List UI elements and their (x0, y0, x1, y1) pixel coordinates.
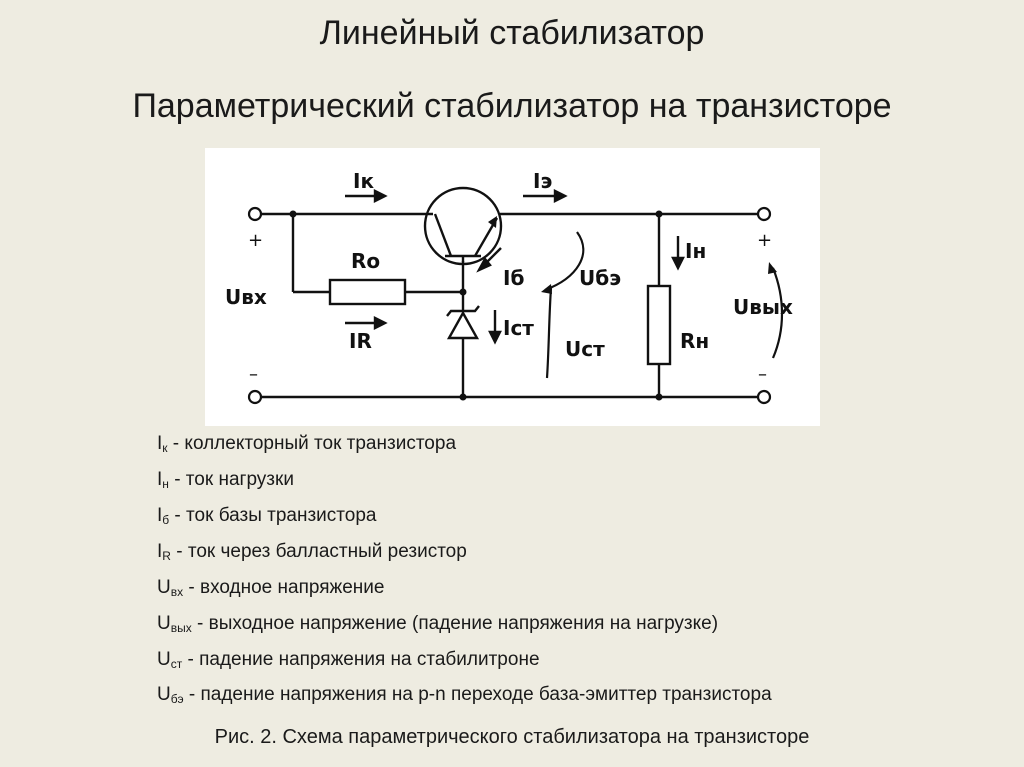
label-ik: Iк (353, 169, 374, 193)
legend-item: Uбэ - падение напряжения на p-n переходе… (157, 684, 772, 706)
label-ro: Ro (351, 249, 380, 273)
voltage-arrowheads (541, 262, 777, 294)
label-rn: Rн (680, 329, 709, 353)
emitter-arrow (488, 216, 497, 228)
label-ie: Iэ (533, 169, 552, 193)
circuit-wires (261, 212, 758, 399)
legend-item: IR - ток через балластный резистор (157, 541, 467, 563)
transistor-symbol (423, 186, 503, 266)
resistor-ro (328, 278, 407, 306)
terminals (247, 206, 772, 405)
legend-item: Iн - ток нагрузки (157, 469, 294, 491)
label-ust: Uст (565, 337, 605, 361)
label-ir: IR (349, 329, 372, 353)
plus-left: + (248, 230, 263, 251)
junction-dots (289, 210, 663, 401)
label-uvx: Uвх (225, 285, 267, 309)
label-ube: Uбэ (579, 266, 621, 290)
legend-item: Uвых - выходное напряжение (падение напр… (157, 613, 719, 635)
legend-item: Uвх - входное напряжение (157, 577, 385, 599)
resistor-rn (646, 284, 672, 366)
circuit-diagram: Iк Iэ Ro IR Iб Uбэ Iст Uст Iн Rн Uвх Uвы… (205, 148, 820, 426)
legend-list: Iк - коллекторный ток транзистора Iн - т… (157, 428, 917, 714)
voltage-arrows (544, 231, 784, 379)
slide-title: Линейный стабилизатор (319, 14, 705, 52)
legend-item: Iк - коллекторный ток транзистора (157, 433, 457, 455)
minus-left: – (249, 364, 258, 385)
label-ib: Iб (503, 266, 524, 290)
slide-subtitle: Параметрический стабилизатор на транзист… (132, 87, 892, 125)
zener-diode (446, 305, 480, 340)
current-arrows (345, 189, 685, 345)
legend-item: Uст - падение напряжения на стабилитроне (157, 649, 540, 671)
label-ist: Iст (503, 316, 534, 340)
minus-right: – (758, 364, 767, 385)
label-in: Iн (685, 239, 706, 263)
legend-item: Iб - ток базы транзистора (157, 505, 377, 527)
plus-right: + (757, 230, 772, 251)
figure-caption-text: Рис. 2. Схема параметрического стабилиза… (214, 726, 810, 748)
figure-caption: Рис. 2. Схема параметрического стабилиза… (0, 723, 1024, 751)
label-uvyx: Uвых (733, 295, 793, 319)
